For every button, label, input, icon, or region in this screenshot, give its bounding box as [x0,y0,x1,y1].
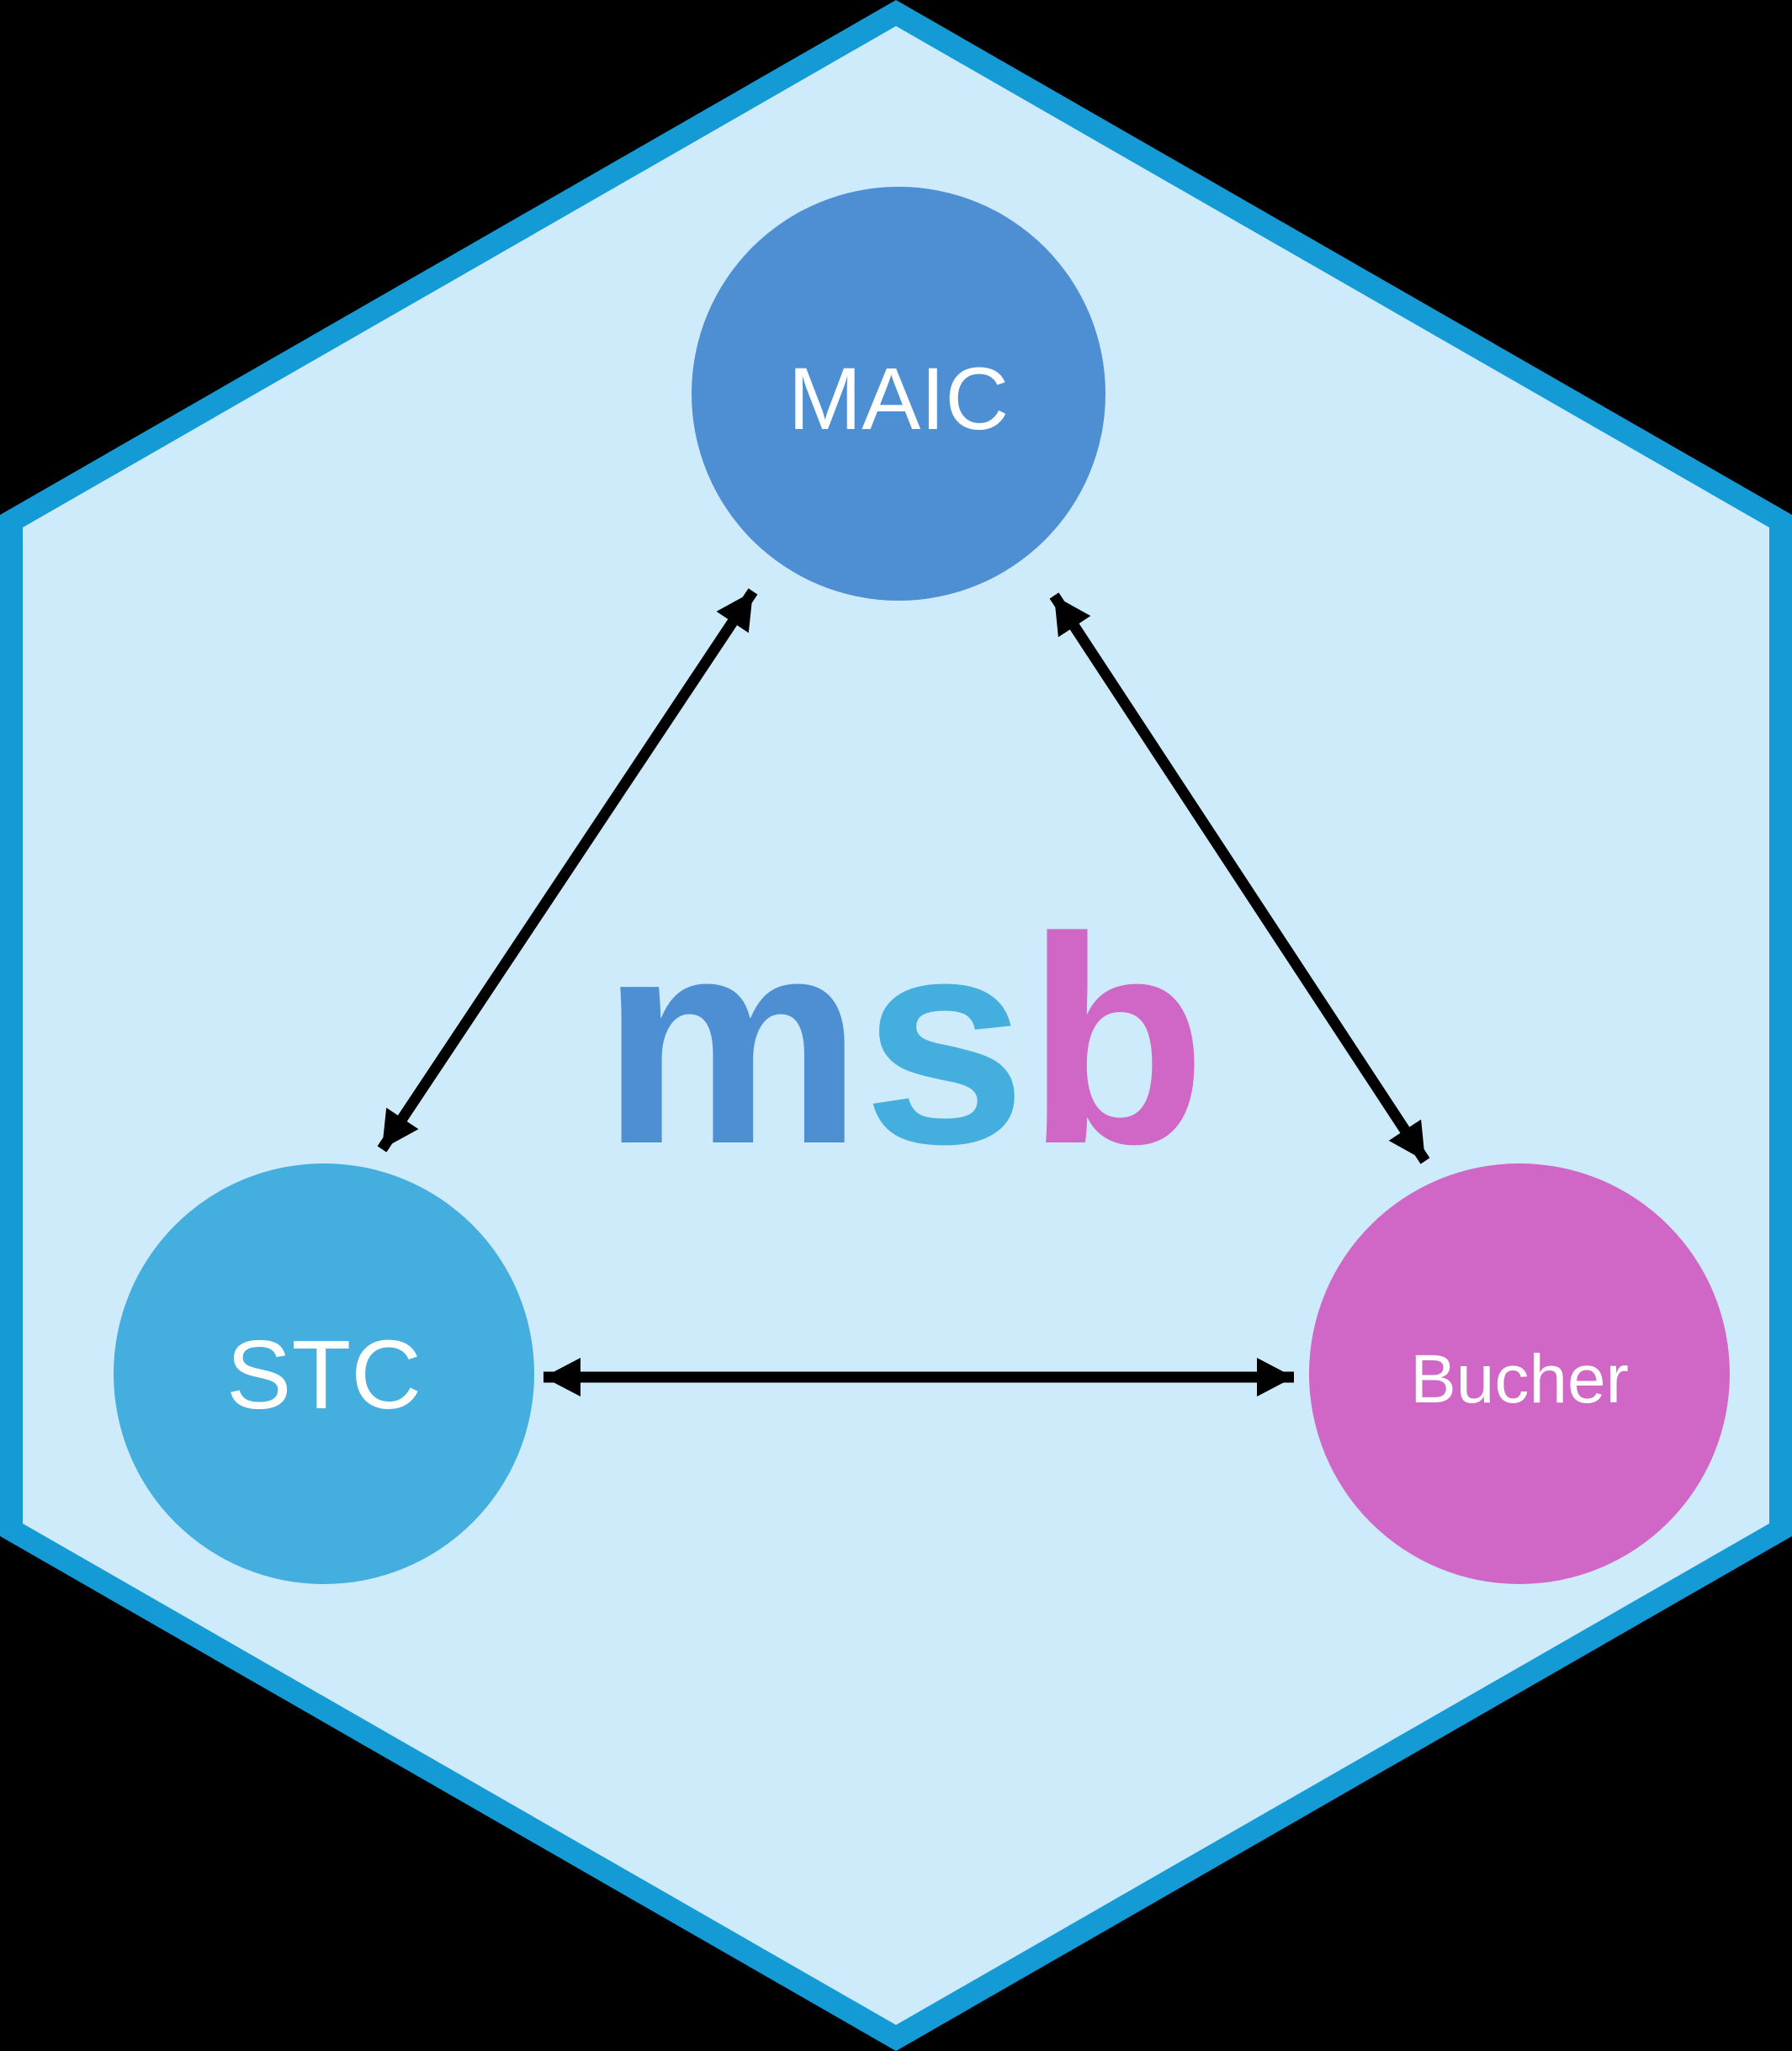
logo-letter-s: s [862,877,1026,1206]
edge-stc-maic-arrow [377,588,758,1153]
edge-maic-bucher-arrow [1049,592,1430,1164]
logo-letter-m: m [601,877,862,1206]
node-stc-circle [114,1163,534,1584]
node-maic-label: MAIC [788,350,1010,448]
node-bucher-circle [1309,1163,1730,1584]
logo-letter-b: b [1026,877,1206,1206]
logo-text-msb: msb [601,877,1206,1206]
node-bucher-label: Bucher [1410,1341,1629,1418]
node-stc-label: STC [226,1320,421,1429]
node-maic-circle [692,187,1105,601]
